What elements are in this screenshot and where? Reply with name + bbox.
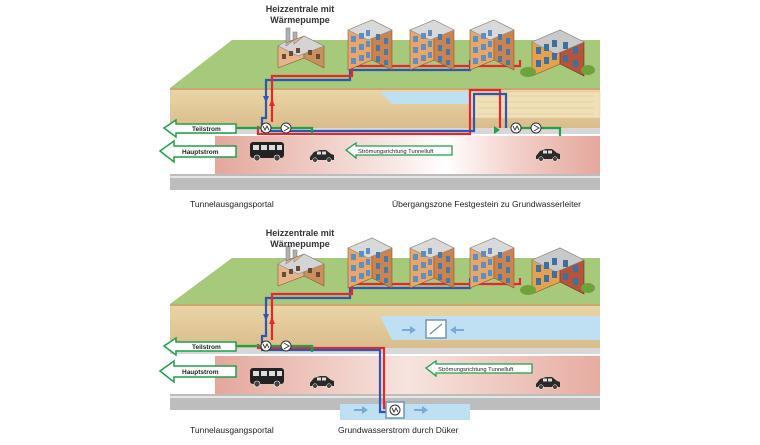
partial-stream-label: Teilstrom <box>192 344 221 351</box>
central-label-line2: Wärmepumpe <box>270 239 330 249</box>
partial-stream-arrow: Teilstrom <box>162 336 237 357</box>
central-label-line1: Heizzentrale mit <box>266 4 335 14</box>
pump-icon <box>280 122 292 134</box>
heat-exchanger-icon <box>510 122 522 134</box>
heat-exchanger-icon <box>260 122 272 134</box>
main-stream-arrow: Hauptstrom <box>158 359 237 384</box>
airflow-arrow: Strömungsrichtung Tunnelluft <box>344 141 453 160</box>
heat-exchanger-icon <box>260 340 272 352</box>
main-stream-arrow: Hauptstrom <box>158 139 237 164</box>
airflow-label: Strömungsrichtung Tunnelluft <box>358 149 434 155</box>
main-stream-label: Hauptstrom <box>182 149 219 156</box>
caption-left: Tunnelausgangsportal <box>190 199 274 209</box>
pump-icon <box>530 122 542 134</box>
central-label-line1: Heizzentrale mit <box>266 228 335 238</box>
caption-left: Tunnelausgangsportal <box>190 425 274 435</box>
heat-exchanger-icon <box>389 404 401 416</box>
caption-right: Grundwasserstrom durch Düker <box>338 425 459 435</box>
top-panel: Heizzentrale mit Wärmepumpe Teilstrom Ha… <box>158 4 601 209</box>
pump-icon <box>280 340 292 352</box>
partial-stream-label: Teilstrom <box>192 126 221 133</box>
central-label-line2: Wärmepumpe <box>270 15 330 25</box>
caption-right: Übergangszone Festgestein zu Grundwasser… <box>392 199 581 209</box>
bottom-panel: Heizzentrale mit Wärmepumpe Teilstrom Ha… <box>158 228 600 435</box>
main-stream-label: Hauptstrom <box>182 369 219 376</box>
airflow-label: Strömungsrichtung Tunnelluft <box>438 367 514 373</box>
groundwater-band <box>380 92 470 104</box>
airflow-arrow: Strömungsrichtung Tunnelluft <box>424 359 533 378</box>
partial-stream-arrow: Teilstrom <box>162 118 237 139</box>
